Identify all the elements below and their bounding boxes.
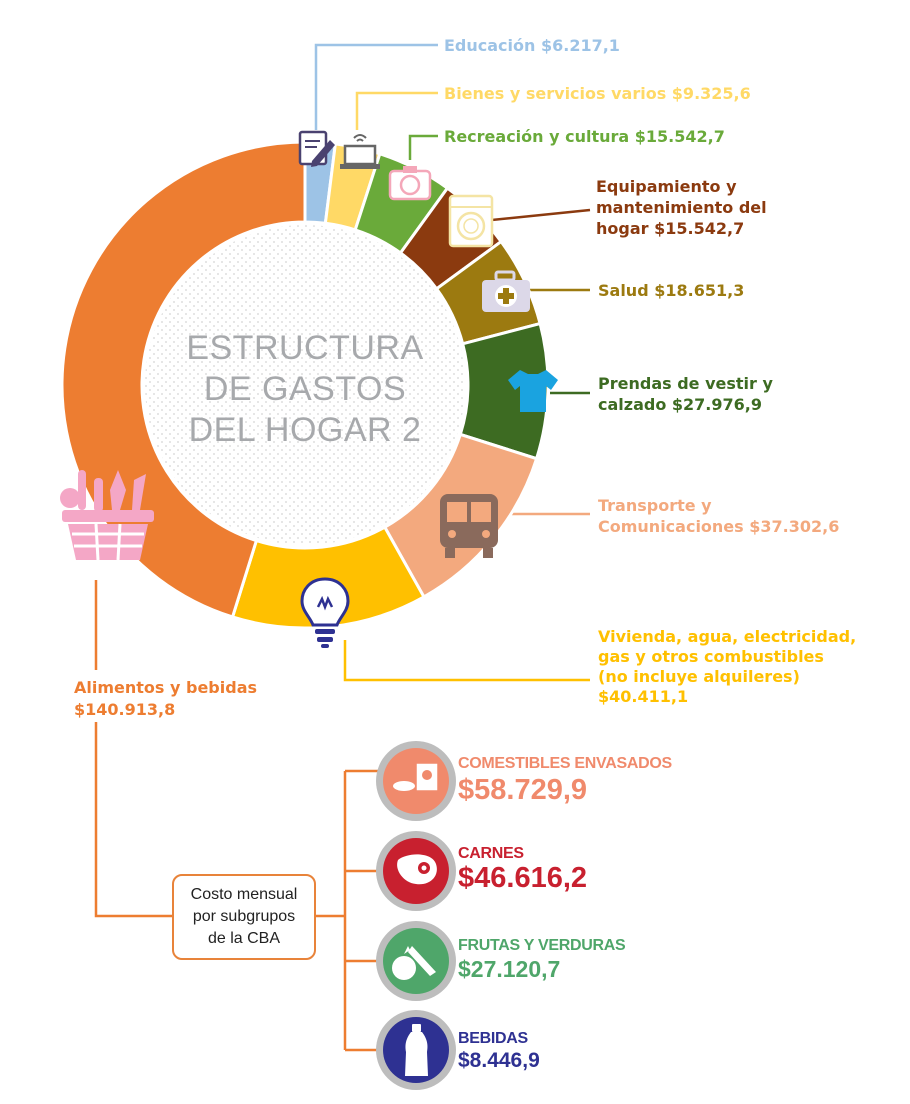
label-educacion: Educación $6.217,1 — [444, 35, 620, 56]
subgroup-circle-bebidas — [376, 1010, 456, 1090]
label-vivienda-servicios: Vivienda, agua, electricidad, gas y otro… — [598, 627, 856, 707]
label-value: $27.976,9 — [671, 395, 762, 414]
label-line: hogar — [596, 219, 649, 238]
packaged-food-icon — [393, 762, 439, 792]
label-name: Salud — [598, 281, 649, 300]
label-salud: Salud $18.651,3 — [598, 280, 744, 301]
cba-subgroups-box: Costo mensual por subgrupos de la CBA — [172, 874, 316, 960]
subgroup-name-frutas: FRUTAS Y VERDURAS — [458, 937, 626, 954]
donut-center-texture — [145, 225, 465, 545]
label-line: gas y otros combustibles — [598, 647, 824, 666]
label-line: Prendas de vestir y — [598, 374, 773, 393]
subgroup-circle-carnes — [376, 831, 456, 911]
label-line: Transporte y — [598, 496, 712, 515]
label-transporte-comunicaciones: Transporte y Comunicaciones $37.302,6 — [598, 495, 839, 537]
label-name: Educación — [444, 36, 536, 55]
label-name: Alimentos y bebidas — [74, 678, 258, 697]
tshirt-icon — [508, 370, 558, 412]
title-line-2: DE GASTOS — [203, 370, 407, 408]
label-bienes-servicios: Bienes y servicios varios $9.325,6 — [444, 83, 751, 104]
donut-center-title: ESTRUCTURA DE GASTOS DEL HOGAR 2 — [160, 328, 450, 451]
subgroup-name-carnes: CARNES — [458, 845, 524, 862]
label-alimentos-bebidas: Alimentos y bebidas $140.913,8 — [74, 677, 257, 721]
title-line-1: ESTRUCTURA — [186, 329, 424, 367]
subgroup-value-carnes: $46.616,2 — [458, 862, 588, 894]
label-line: Vivienda, agua, electricidad, — [598, 627, 857, 646]
label-line: calzado — [598, 395, 667, 414]
title-line-3: DEL HOGAR 2 — [188, 411, 422, 449]
fruit-vegetable-icon — [392, 946, 436, 980]
label-value: $15.542,7 — [634, 127, 725, 146]
label-value: $140.913,8 — [74, 700, 176, 719]
subgroup-value-frutas: $27.120,7 — [458, 956, 561, 982]
label-line: Comunicaciones — [598, 517, 744, 536]
subgroup-value-bebidas: $8.446,9 — [458, 1049, 540, 1072]
subgroup-name-comestibles: COMESTIBLES ENVASADOS — [458, 755, 672, 772]
label-prendas-calzado: Prendas de vestir y calzado $27.976,9 — [598, 373, 773, 415]
cba-line: Costo mensual — [190, 886, 298, 903]
cba-line: por subgrupos — [192, 908, 296, 925]
label-value: $15.542,7 — [654, 219, 745, 238]
subgroup-name-bebidas: BEBIDAS — [458, 1030, 528, 1047]
camera-icon — [388, 166, 432, 201]
label-value: $9.325,6 — [671, 84, 751, 103]
label-value: $6.217,1 — [540, 36, 620, 55]
subgroup-value-comestibles: $58.729,9 — [458, 774, 588, 806]
first-aid-kit-icon — [482, 270, 530, 312]
label-recreacion-cultura: Recreación y cultura $15.542,7 — [444, 126, 725, 147]
notepad-pencil-icon — [298, 130, 335, 167]
label-line: mantenimiento del — [596, 198, 767, 217]
label-equipamiento-hogar: Equipamiento y mantenimiento del hogar $… — [596, 176, 767, 239]
subgroup-circle-frutas — [376, 921, 456, 1001]
label-value: $37.302,6 — [749, 517, 840, 536]
food-basket-icon — [60, 470, 154, 561]
label-line: Equipamiento y — [596, 177, 737, 196]
label-name: Bienes y servicios varios — [444, 84, 667, 103]
steak-icon — [397, 854, 437, 885]
subgroup-circle-comestibles — [376, 741, 456, 821]
cba-line: de la CBA — [207, 930, 281, 947]
label-value: $18.651,3 — [654, 281, 745, 300]
label-line: (no incluye alquileres) — [598, 667, 800, 686]
label-value: $40.411,1 — [598, 687, 689, 706]
laptop-wifi-icon — [340, 134, 380, 169]
label-name: Recreación y cultura — [444, 127, 630, 146]
washing-machine-icon — [448, 194, 494, 248]
bottle-icon — [405, 1024, 428, 1076]
bus-icon — [440, 494, 498, 558]
connector-lines — [94, 43, 591, 1052]
lightbulb-icon — [300, 577, 350, 648]
